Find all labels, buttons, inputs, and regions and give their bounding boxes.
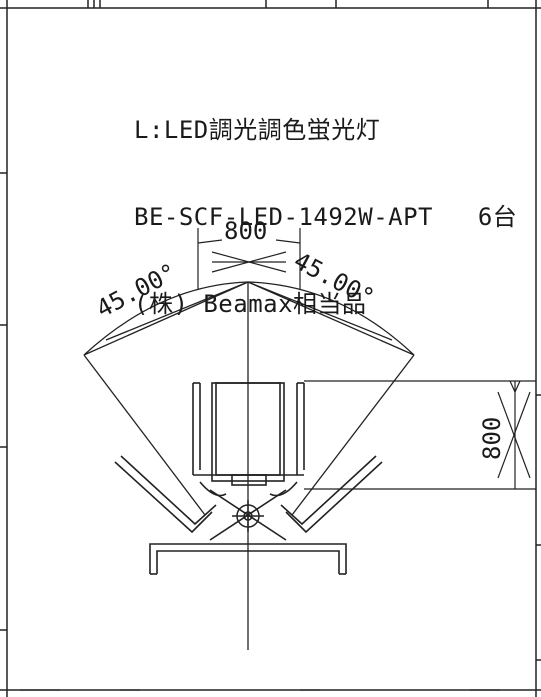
pivot-joint <box>232 500 264 532</box>
fixture-quantity-label: 6台 <box>477 203 518 231</box>
right-height-label: 800 <box>478 417 506 460</box>
base-bracket <box>149 543 347 575</box>
right-height-dimension <box>304 380 536 490</box>
top-width-dimension <box>197 228 301 290</box>
top-width-label: 800 <box>224 217 267 245</box>
fixture-model-label: BE-SCF-LED-1492W-APT <box>134 203 433 231</box>
fixture-model-line: BE-SCF-LED-1492W-APT 6台 <box>134 203 517 232</box>
fixture-annotation: L:LED調光調色蛍光灯 BE-SCF-LED-1492W-APT 6台 (株)… <box>134 58 517 377</box>
fixture-type-label: L:LED調光調色蛍光灯 <box>134 116 381 144</box>
fixture-body <box>192 382 305 497</box>
beam-angle-arc <box>83 281 415 650</box>
fixture-maker-label: (株) Beamax相当品 <box>134 290 367 318</box>
